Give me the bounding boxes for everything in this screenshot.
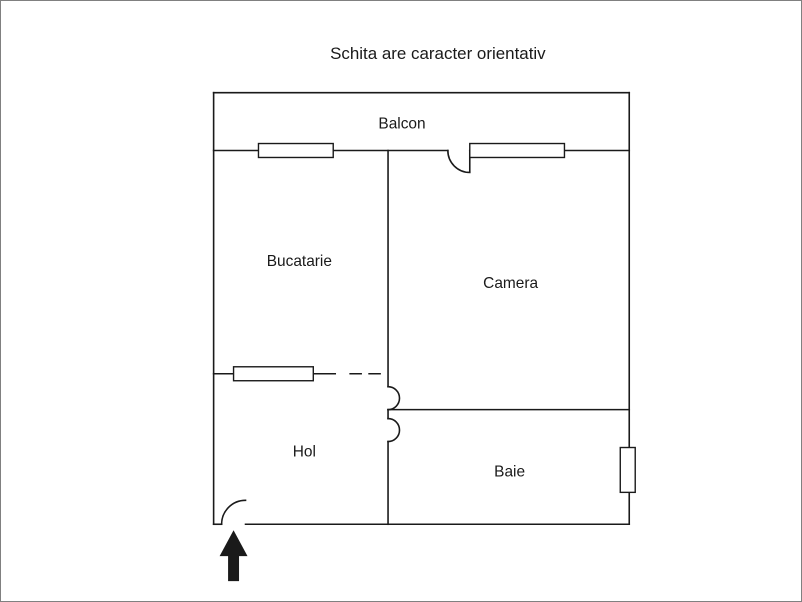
kitchen-balcony-window (257, 142, 334, 159)
kitchen-hol-window (232, 366, 314, 382)
page-title: Schita are caracter orientativ (330, 44, 546, 63)
baie-door-arc (387, 417, 401, 443)
balcony-door-arc (447, 149, 471, 174)
entrance-arrow-icon (219, 530, 248, 582)
room-label-bucatarie: Bucatarie (267, 253, 332, 270)
camera-balcony-window (469, 142, 566, 159)
room-label-baie: Baie (494, 463, 525, 480)
room-label-camera: Camera (483, 275, 538, 292)
camera-door-arc (387, 385, 401, 411)
room-label-hol: Hol (293, 443, 316, 460)
room-label-balcon: Balcon (378, 116, 425, 133)
windows-group (232, 142, 636, 494)
baie-window (619, 446, 636, 494)
entrance-door-arc (220, 499, 247, 526)
labels-group: Schita are caracter orientativ Balcon Bu… (267, 44, 546, 481)
